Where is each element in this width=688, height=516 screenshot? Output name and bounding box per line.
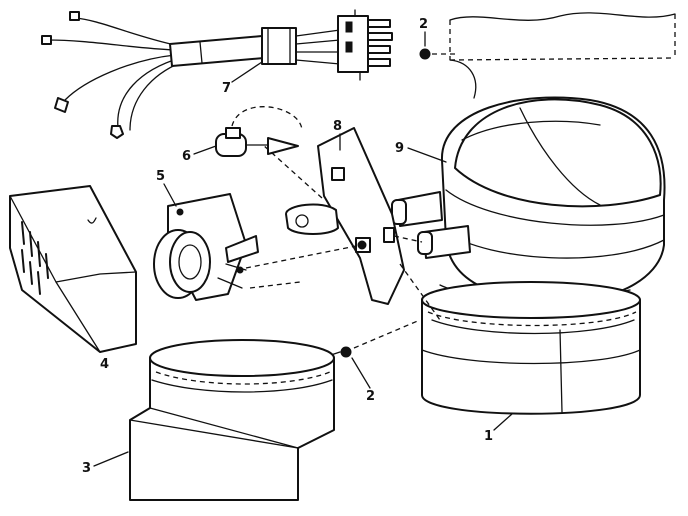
cable-sheath xyxy=(169,35,265,67)
mounting-surface xyxy=(449,12,676,99)
callout-7: 7 xyxy=(222,81,231,96)
callout-8: 8 xyxy=(333,119,342,134)
terminal-3 xyxy=(54,97,69,113)
callout-6: 6 xyxy=(182,149,191,164)
callout-1: 1 xyxy=(484,429,493,444)
terminal-2 xyxy=(41,35,52,45)
terminal-1 xyxy=(69,11,80,21)
callout-9: 9 xyxy=(395,141,404,156)
callout-2-bottom: 2 xyxy=(366,389,375,404)
part-2-screw-bottom: 2 xyxy=(327,346,375,404)
part-7-wire-harness: 7 xyxy=(41,9,393,139)
callout-2-top: 2 xyxy=(419,17,428,32)
callout-5: 5 xyxy=(156,169,165,184)
connector-block xyxy=(261,27,297,65)
callout-4: 4 xyxy=(100,357,109,372)
part-1-collar: 1 xyxy=(421,281,641,444)
part-9-motor-housing: 9 xyxy=(391,96,666,304)
part-2-screw-top: 2 xyxy=(419,17,458,60)
part-6-capacitor: 6 xyxy=(182,106,303,164)
bracket-tab xyxy=(285,203,339,235)
terminal-4 xyxy=(110,125,124,139)
part-5-timer-motor: 5 xyxy=(153,169,259,301)
plug-body xyxy=(337,15,369,73)
part-8-bracket: 8 xyxy=(285,119,405,305)
part-4-cover-box: 4 xyxy=(9,185,137,372)
callout-3: 3 xyxy=(82,461,91,476)
part-3-duct-adapter: 3 xyxy=(82,339,335,501)
